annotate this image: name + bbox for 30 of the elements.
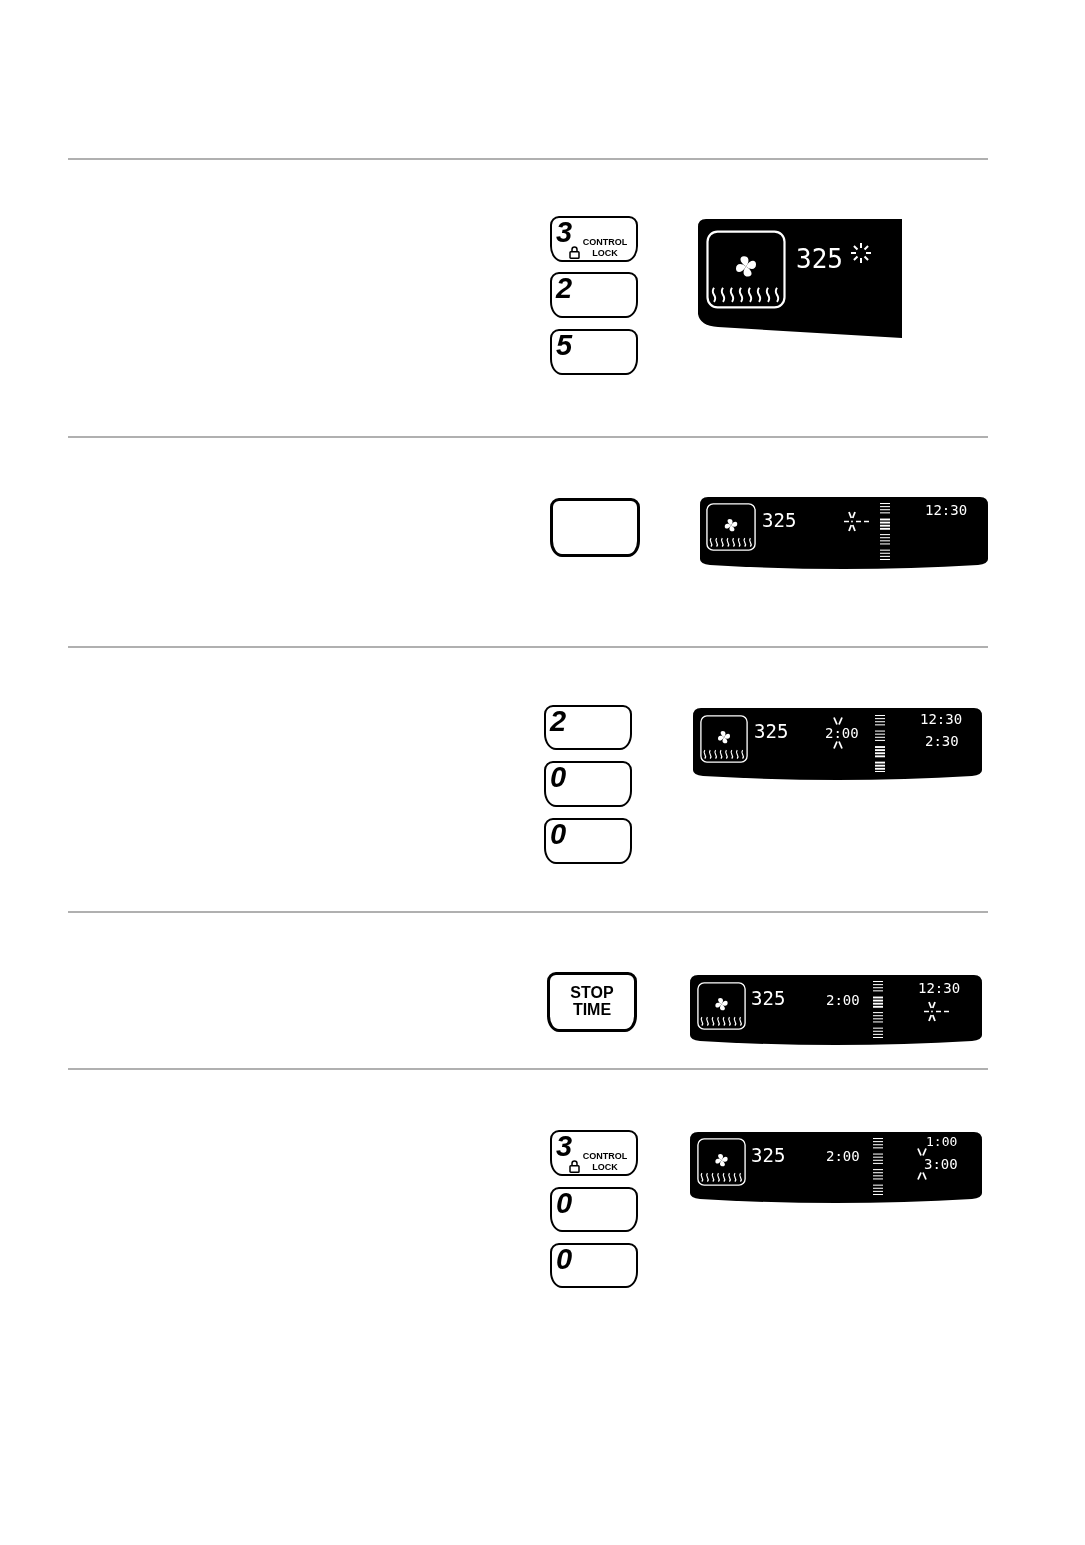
clock-readout: 12:30 xyxy=(925,503,968,517)
keypad-button: 2 xyxy=(544,705,632,750)
oven-display-panel xyxy=(693,708,982,780)
clock-readout: 1:00 xyxy=(926,1135,958,1148)
keypad-button: 3 CONTROL LOCK xyxy=(550,216,638,262)
keypad-button: 3 CONTROL LOCK xyxy=(550,1130,638,1176)
clock-readout: 12:30 xyxy=(918,981,961,995)
temperature-readout: 325 xyxy=(754,722,789,741)
keypad-button: 2 xyxy=(550,272,638,318)
keypad-button: 0 xyxy=(544,761,632,807)
temperature-readout: 325 xyxy=(762,511,797,530)
keypad-button: 0 xyxy=(550,1243,638,1288)
keypad-button xyxy=(550,498,640,557)
oven-display-panel xyxy=(690,975,982,1045)
time-readout: 2:00 xyxy=(826,1149,860,1163)
time-readout: 2:00 xyxy=(825,726,859,740)
keypad-button: 5 xyxy=(550,329,638,375)
time-readout: 2:30 xyxy=(925,734,959,748)
time-readout: 3:00 xyxy=(924,1157,958,1171)
oven-display-panel xyxy=(690,1132,982,1203)
oven-display-panel xyxy=(698,219,902,338)
temperature-readout: 325 xyxy=(796,246,843,272)
keypad-button: 0 xyxy=(544,818,632,864)
stop-time-button: STOP TIME xyxy=(547,972,637,1032)
temperature-readout: 325 xyxy=(751,1146,786,1165)
time-readout: 2:00 xyxy=(826,993,860,1007)
keypad-button: 0 xyxy=(550,1187,638,1232)
temperature-readout: 325 xyxy=(751,989,786,1008)
clock-readout: 12:30 xyxy=(920,712,963,726)
oven-display-panel xyxy=(700,497,988,569)
